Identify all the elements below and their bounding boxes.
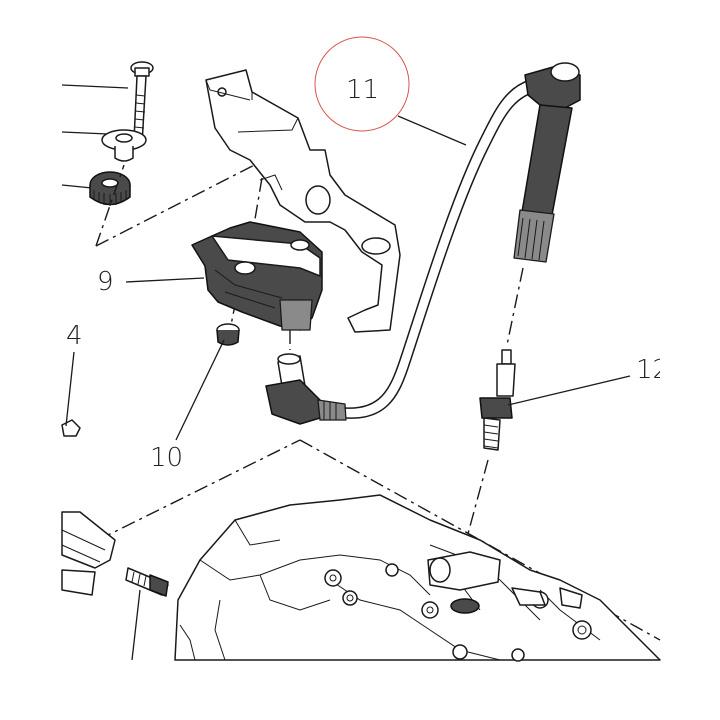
callout-11: 11 bbox=[346, 75, 379, 105]
bolt-4 bbox=[61, 419, 81, 437]
fuel-rail bbox=[61, 511, 116, 596]
grommet-10 bbox=[216, 323, 240, 346]
bolt-lower bbox=[125, 567, 169, 597]
plug-cap-and-cable bbox=[265, 62, 581, 425]
ignition-coil bbox=[191, 221, 323, 331]
leader-bottom-left bbox=[131, 589, 141, 661]
mounting-bracket bbox=[205, 69, 401, 333]
engine-cylinder-head bbox=[174, 494, 661, 662]
callout-4: 4 bbox=[66, 321, 83, 351]
left-leader-lines bbox=[61, 84, 129, 189]
callout-leaders bbox=[65, 115, 631, 441]
highlight-circle-11 bbox=[314, 36, 410, 132]
washer bbox=[101, 129, 147, 162]
callout-9: 9 bbox=[97, 267, 114, 297]
gear-grommet bbox=[89, 171, 131, 206]
crop-mask-right bbox=[660, 340, 720, 400]
callout-10: 10 bbox=[150, 443, 183, 473]
spark-plug bbox=[479, 349, 516, 451]
